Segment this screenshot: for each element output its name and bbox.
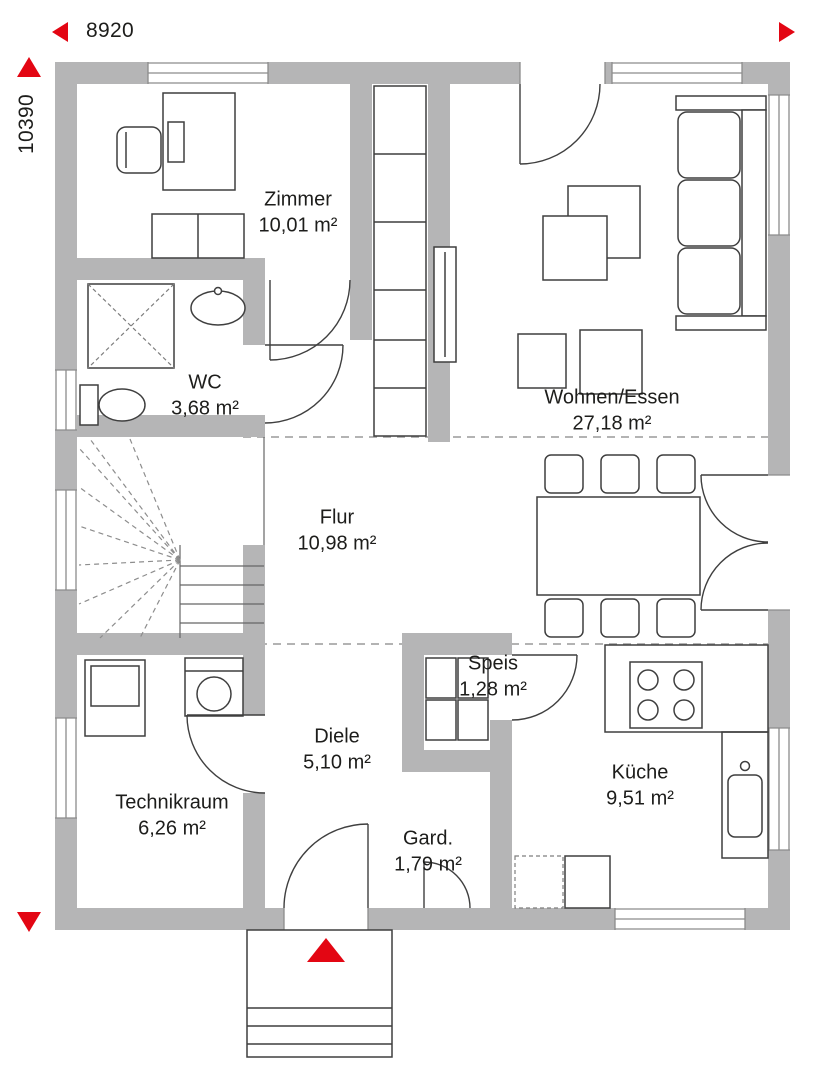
room-area: 6,26 m² [138, 817, 206, 839]
dresser-icon [151, 213, 245, 259]
washing-machine-icon [184, 657, 244, 717]
dining-table-icon [536, 454, 701, 638]
room-area: 9,51 m² [606, 787, 674, 809]
dim-arrow-up-icon [17, 57, 41, 77]
armchair-icon [517, 329, 643, 395]
room-name: Technikraum [115, 791, 229, 814]
door-swing-icon [519, 83, 601, 165]
sideboard-icon [433, 246, 457, 363]
dim-arrow-down-icon [17, 912, 41, 932]
room-label-wohnen-essen: Wohnen/Essen 27,18 m² [544, 385, 679, 436]
room-area: 1,79 m² [394, 853, 462, 875]
kitchen-sink-icon [721, 731, 769, 859]
stove-icon [604, 644, 769, 733]
pantry-shelf-icon [425, 657, 489, 741]
room-name: WC [188, 371, 222, 394]
dimension-width-label: 8920 [86, 19, 134, 42]
room-label-wc: WC 3,68 m² [171, 370, 239, 421]
entrance-steps [246, 929, 393, 1058]
room-label-speis: Speis 1,28 m² [459, 651, 527, 702]
toilet-icon [79, 384, 146, 426]
door-swing-icon [186, 714, 266, 794]
window-icon [55, 489, 77, 591]
windows [55, 62, 790, 930]
door-swing-icon [283, 823, 369, 909]
sofa-icon [675, 95, 767, 331]
room-name: Diele [314, 725, 360, 748]
dim-arrow-right-icon [779, 22, 795, 42]
room-label-kueche: Küche 9,51 m² [606, 760, 674, 811]
room-label-flur: Flur 10,98 m² [298, 505, 377, 556]
dimension-arrows [17, 22, 795, 932]
room-label-garderobe: Gard. 1,79 m² [394, 826, 462, 877]
window-icon [611, 62, 743, 84]
room-name: Wohnen/Essen [544, 386, 680, 409]
door-swing-icon [423, 861, 471, 909]
room-area: 3,68 m² [171, 397, 239, 419]
room-name: Zimmer [264, 188, 332, 211]
door-swing-icon [269, 279, 351, 361]
desk-icon [116, 92, 236, 191]
boiler-icon [84, 659, 146, 737]
door-swing-icon [700, 542, 769, 611]
room-area: 5,10 m² [303, 751, 371, 773]
room-label-zimmer: Zimmer 10,01 m² [259, 187, 338, 238]
window-icon [147, 62, 269, 84]
kitchen-cabinet-icon [514, 855, 611, 909]
dimension-height-label: 10390 [15, 94, 38, 154]
window-icon [768, 94, 790, 236]
window-icon [614, 908, 746, 930]
room-name: Speis [467, 652, 519, 675]
door-swing-icon [511, 654, 578, 721]
coffee-table-icon [542, 185, 641, 281]
room-label-diele: Diele 5,10 m² [303, 724, 371, 775]
window-icon [768, 727, 790, 851]
room-name: Küche [611, 761, 669, 784]
door-swings [186, 83, 769, 909]
room-name: Gard. [402, 827, 454, 850]
door-swing-icon [700, 474, 769, 543]
room-area: 27,18 m² [572, 412, 652, 434]
wc-sink-icon [190, 286, 246, 326]
entrance-arrow-icon [307, 938, 345, 962]
shower-icon [87, 283, 175, 369]
room-area: 10,98 m² [297, 532, 377, 554]
interior-walls [55, 62, 512, 908]
room-area: 10,01 m² [258, 214, 338, 236]
door-jamb-lines [283, 62, 790, 930]
room-label-technikraum: Technikraum 6,26 m² [115, 790, 228, 841]
door-swing-icon [264, 344, 344, 424]
dim-arrow-left-icon [52, 22, 68, 42]
staircase-icon [78, 437, 265, 639]
wardrobe-shelf-icon [373, 85, 427, 437]
window-icon [55, 717, 77, 819]
window-icon [55, 369, 77, 431]
room-name: Flur [319, 506, 355, 529]
room-area: 1,28 m² [459, 678, 527, 700]
